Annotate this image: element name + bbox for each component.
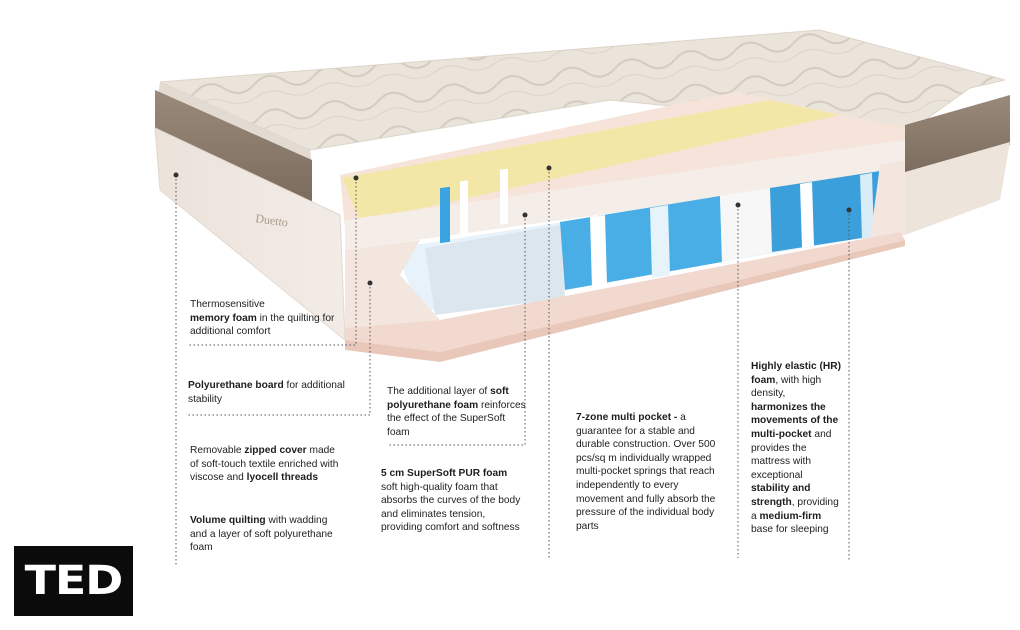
- leader-lines: [175, 168, 850, 565]
- side-band-right: [905, 95, 1010, 175]
- annotation-volume-quilting: Volume quilting with wadding and a layer…: [190, 515, 333, 554]
- ted-logo: TED: [14, 546, 133, 616]
- leader-pu-board: [188, 283, 371, 416]
- annotation-soft-layer: The additional layer of soft polyurethan…: [387, 386, 526, 438]
- brand-on-mattress: Duetto: [255, 211, 289, 229]
- side-panel-right: [905, 142, 1010, 235]
- annotation-hr-foam: Highly elastic (HR) foam, with high dens…: [751, 361, 842, 536]
- annotation-zipped-cover: Removable zipped cover made of soft-touc…: [190, 445, 339, 484]
- pu-base-layer: [345, 232, 905, 352]
- cutaway-section: [340, 92, 905, 362]
- leader-soft-layer: [387, 215, 526, 446]
- pocket-springs: [425, 168, 900, 315]
- leader-dots: [173, 165, 852, 286]
- side-band-left: [155, 90, 312, 205]
- annotation-multipocket: 7-zone multi pocket - a guarantee for a …: [576, 412, 716, 532]
- logo-text: TED: [24, 558, 124, 604]
- annotation-supersoft: 5 cm SuperSoft PUR foam soft high-qualit…: [381, 468, 521, 534]
- annotation-pu-board: Polyurethane board for additional stabil…: [188, 380, 345, 405]
